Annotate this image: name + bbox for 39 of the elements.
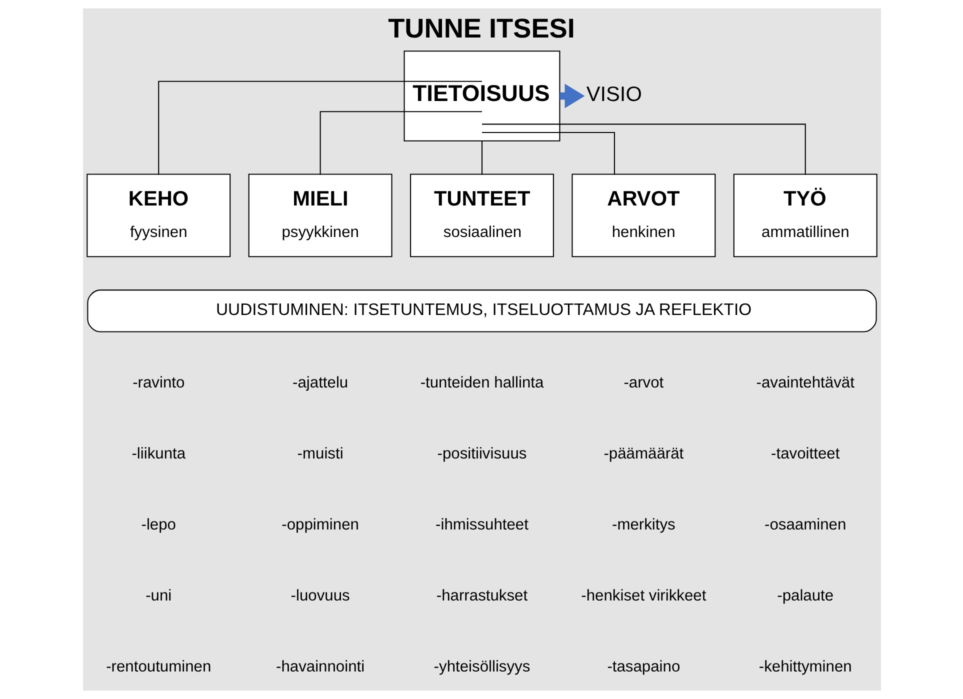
label: -ajattelu <box>292 374 348 392</box>
node-box: MIELI psyykkinen <box>248 174 392 258</box>
node-box: KEHO fyysinen <box>86 174 230 258</box>
connector <box>158 80 482 175</box>
label: -kehittyminen <box>758 658 852 676</box>
label: -lepo <box>140 516 176 534</box>
label: -muisti <box>296 446 343 463</box>
node-box: TYÖ ammatillinen <box>732 174 877 258</box>
connector <box>480 140 482 175</box>
label: -arvot <box>623 374 664 392</box>
label: -osaaminen <box>764 516 846 534</box>
label: -ihmissuhteet <box>435 516 528 534</box>
label: -harrastukset <box>436 587 528 604</box>
node-text: VISIO <box>586 83 642 106</box>
connector <box>482 132 614 175</box>
label: -henkiset virikkeet <box>580 587 706 604</box>
label: -luovuus <box>290 587 350 604</box>
label: -positiivisuus <box>436 446 526 463</box>
label: -päämäärät <box>603 446 684 463</box>
connector <box>482 124 806 175</box>
label: -liikunta <box>131 446 186 463</box>
label: -rentoutuminen <box>106 658 211 676</box>
label: -tasapaino <box>606 658 680 676</box>
label: -oppiminen <box>281 516 358 534</box>
node-box: TUNTEET sosiaalinen <box>410 174 554 258</box>
label: -tavoitteet <box>770 446 840 463</box>
diagram-title: TUNNE ITSESI <box>388 12 574 44</box>
label: -tunteiden hallinta <box>420 374 544 392</box>
label: -avaintehtävät <box>756 374 854 392</box>
label: -merkitys <box>612 516 675 534</box>
label: -havainnointi <box>276 658 364 676</box>
label: -yhteisöllisyys <box>433 658 530 676</box>
label: -palaute <box>776 587 834 604</box>
node-box: ARVOT henkinen <box>571 174 716 258</box>
label: -uni <box>145 587 172 604</box>
node-box: UUDISTUMINEN: ITSETUNTEMUS, ITSELUOTTAMUS JA REFLEKTIO <box>86 290 876 332</box>
label: -ravinto <box>132 374 184 392</box>
node-box: TIETOISUUS <box>403 50 560 142</box>
connector <box>319 111 482 175</box>
